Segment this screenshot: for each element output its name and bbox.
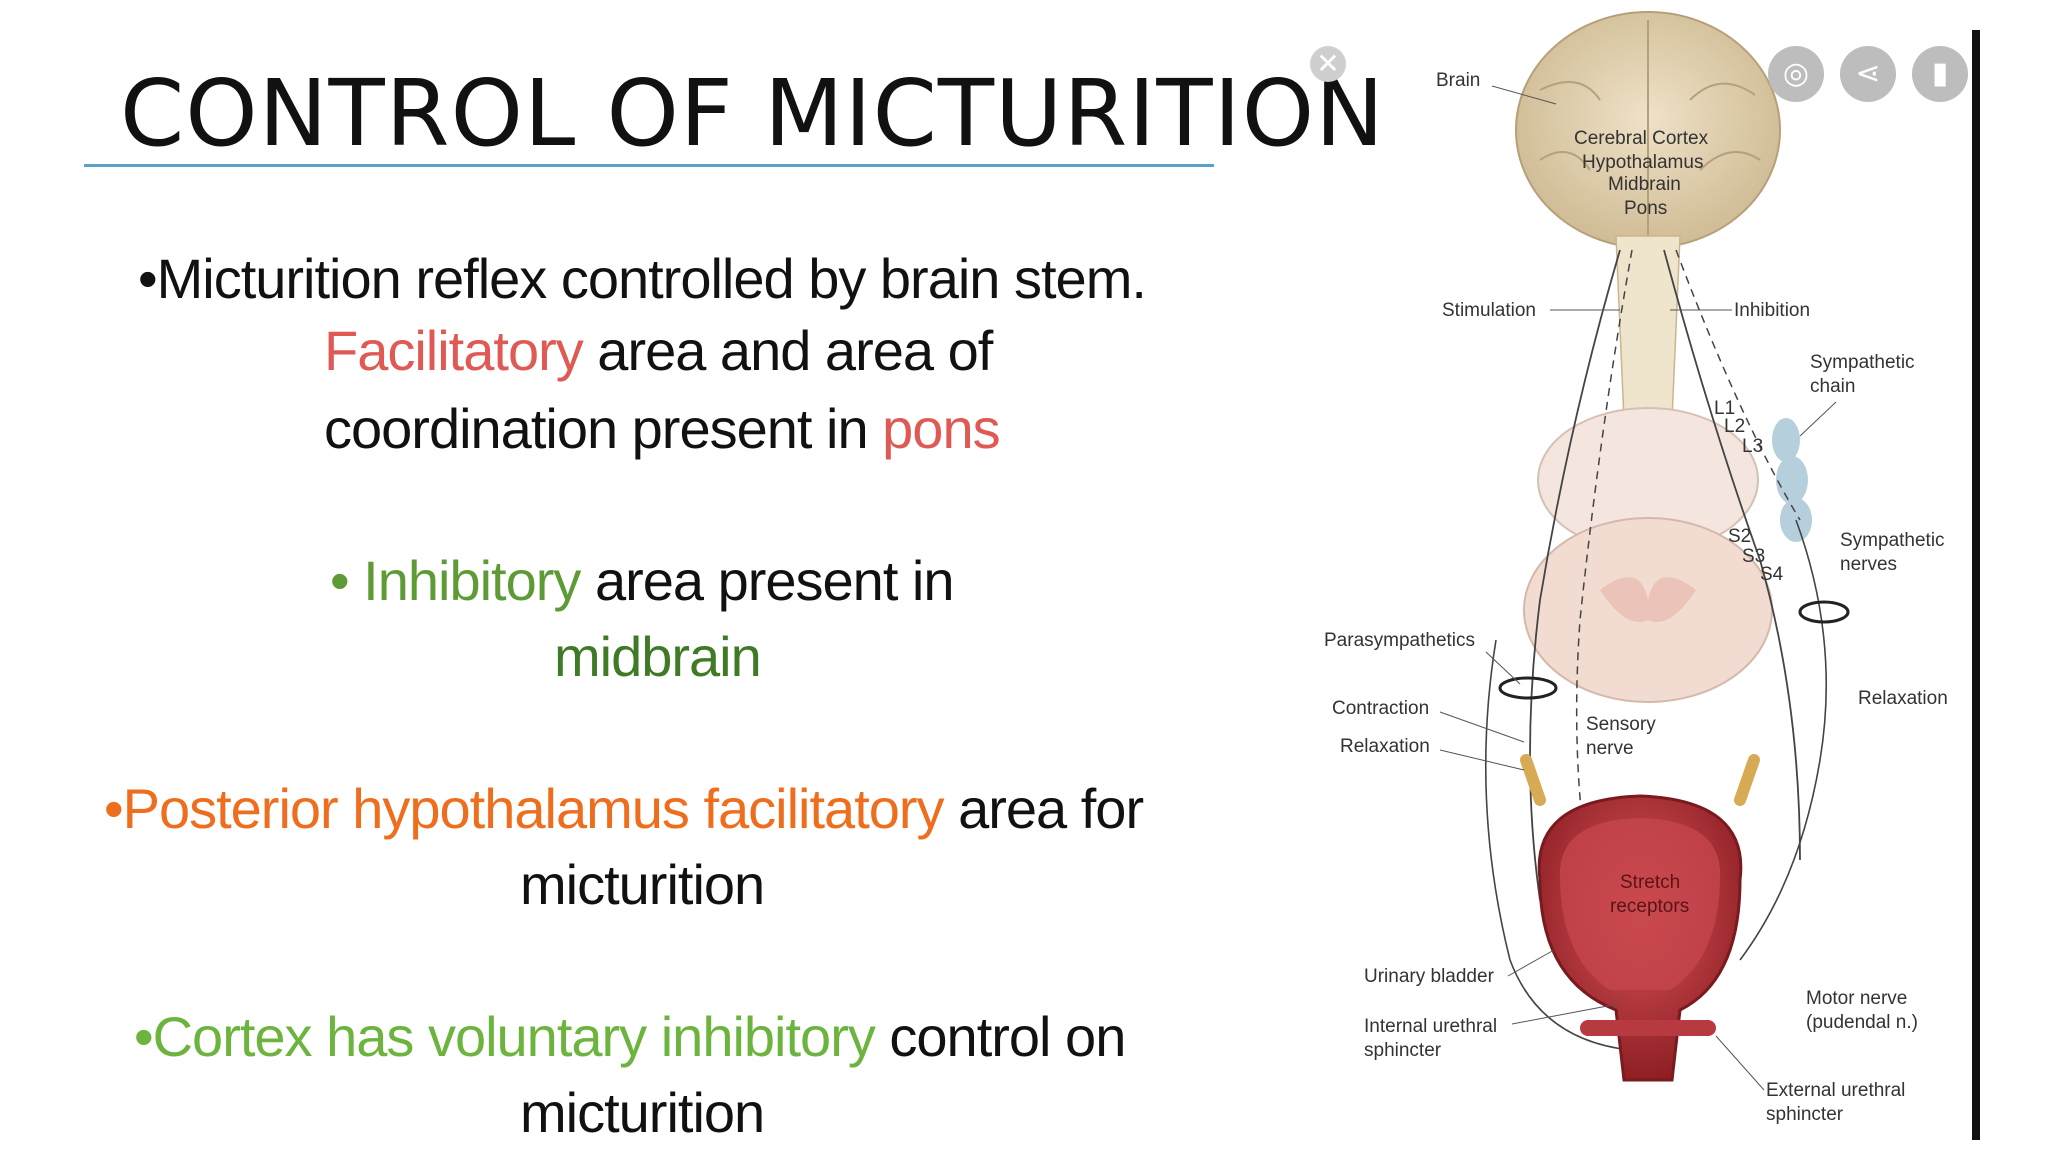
label-brain: Brain xyxy=(1436,70,1480,91)
label-external-sphincter-1: External urethral xyxy=(1766,1080,1905,1101)
label-sensory-nerve-1: Sensory xyxy=(1586,714,1656,735)
label-l2: L2 xyxy=(1724,416,1745,437)
brain-stem-shape xyxy=(1615,235,1681,421)
label-sensory-nerve-2: nerve xyxy=(1586,738,1634,759)
label-parasympathetics: Parasympathetics xyxy=(1324,630,1475,651)
highlight-facilitatory: Facilitatory xyxy=(324,319,584,382)
highlight-inhibitory: • Inhibitory xyxy=(330,549,581,612)
label-motor-nerve-2: (pudendal n.) xyxy=(1806,1012,1918,1033)
bullet-1-line-1: •Micturition reflex controlled by brain … xyxy=(138,247,1147,310)
bullet-4-line-1-rest: control on xyxy=(874,1005,1126,1068)
label-internal-sphincter-1: Internal urethral xyxy=(1364,1016,1497,1037)
label-s4: S4 xyxy=(1760,564,1784,585)
highlight-posterior-hypothalamus: •Posterior hypothalamus facilitatory xyxy=(104,777,945,840)
bookmark-icon[interactable]: ▮ xyxy=(1912,46,1968,102)
label-sympathetic-nerves-1: Sympathetic xyxy=(1840,530,1945,551)
label-s2: S2 xyxy=(1728,526,1751,547)
label-external-sphincter-2: sphincter xyxy=(1766,1104,1844,1125)
label-relaxation-left: Relaxation xyxy=(1340,736,1430,757)
bullet-4-line-2: micturition xyxy=(520,1081,765,1144)
bullet-1-line-3: coordination present in pons xyxy=(324,396,1001,461)
scroll-bar[interactable] xyxy=(1972,30,1980,1140)
label-motor-nerve-1: Motor nerve xyxy=(1806,988,1907,1009)
close-icon[interactable]: ✕ xyxy=(1310,46,1346,82)
label-inhibition: Inhibition xyxy=(1734,300,1810,321)
label-l1: L1 xyxy=(1714,398,1735,419)
title-underline xyxy=(84,164,1214,167)
bullet-1-line-2-rest: area and area of xyxy=(582,319,993,382)
bullet-1-line-2: Facilitatory area and area of xyxy=(324,318,993,383)
label-sympathetic-nerves-2: nerves xyxy=(1840,554,1897,575)
share-icon[interactable]: ⋖ xyxy=(1840,46,1896,102)
label-contraction: Contraction xyxy=(1332,698,1429,719)
bullet-3-line-1-rest: area for xyxy=(943,777,1144,840)
label-l3: L3 xyxy=(1742,436,1763,457)
bullet-1-line-3-text: coordination present in xyxy=(324,397,883,460)
label-cerebral-cortex: Cerebral Cortex xyxy=(1574,128,1709,149)
highlight-cortex: •Cortex has voluntary inhibitory xyxy=(134,1005,876,1068)
diagram-svg: Brain Cerebral Cortex Hypothalamus Midbr… xyxy=(1324,11,1948,1125)
bullet-3-line-1: •Posterior hypothalamus facilitatory are… xyxy=(104,776,1144,841)
bullet-4-line-1: •Cortex has voluntary inhibitory control… xyxy=(134,1004,1126,1069)
label-stretch-receptors-1: Stretch xyxy=(1620,872,1680,893)
label-pons: Pons xyxy=(1624,198,1667,219)
label-urinary-bladder: Urinary bladder xyxy=(1364,966,1495,987)
highlight-pons: pons xyxy=(882,397,1000,460)
bullet-2-line-1-rest: area present in xyxy=(580,549,955,612)
micturition-diagram: Brain Cerebral Cortex Hypothalamus Midbr… xyxy=(1240,0,2048,1152)
label-sympathetic-chain-2: chain xyxy=(1810,376,1855,397)
lens-icon[interactable]: ◎ xyxy=(1768,46,1824,102)
page-title: CONTROL OF MICTURITION xyxy=(120,60,1385,167)
label-s3: S3 xyxy=(1742,546,1765,567)
bullet-3-line-2: micturition xyxy=(520,853,765,916)
label-hypothalamus: Hypothalamus xyxy=(1582,152,1703,173)
label-relaxation-right: Relaxation xyxy=(1858,688,1948,709)
bullet-2-line-2: midbrain xyxy=(554,625,762,688)
label-midbrain: Midbrain xyxy=(1608,174,1681,195)
label-internal-sphincter-2: sphincter xyxy=(1364,1040,1442,1061)
label-sympathetic-chain-1: Sympathetic xyxy=(1810,352,1915,373)
label-stretch-receptors-2: receptors xyxy=(1610,896,1689,917)
label-stimulation: Stimulation xyxy=(1442,300,1536,321)
bullet-2-line-1: • Inhibitory area present in xyxy=(330,548,955,613)
